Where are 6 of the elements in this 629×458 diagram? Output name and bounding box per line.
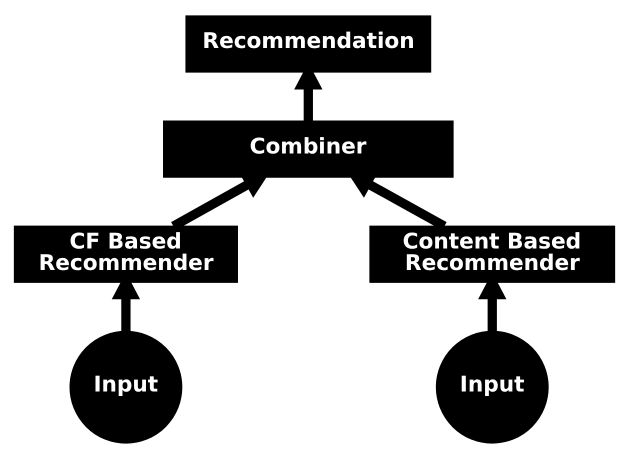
node-circle: Input xyxy=(436,330,549,444)
node-box: CF Based Recommender xyxy=(14,225,238,282)
node-box: Combiner xyxy=(163,120,454,178)
node-box: Content Based Recommender xyxy=(369,225,616,282)
node-box: Recommendation xyxy=(185,14,432,72)
node-circle: Input xyxy=(70,330,182,444)
